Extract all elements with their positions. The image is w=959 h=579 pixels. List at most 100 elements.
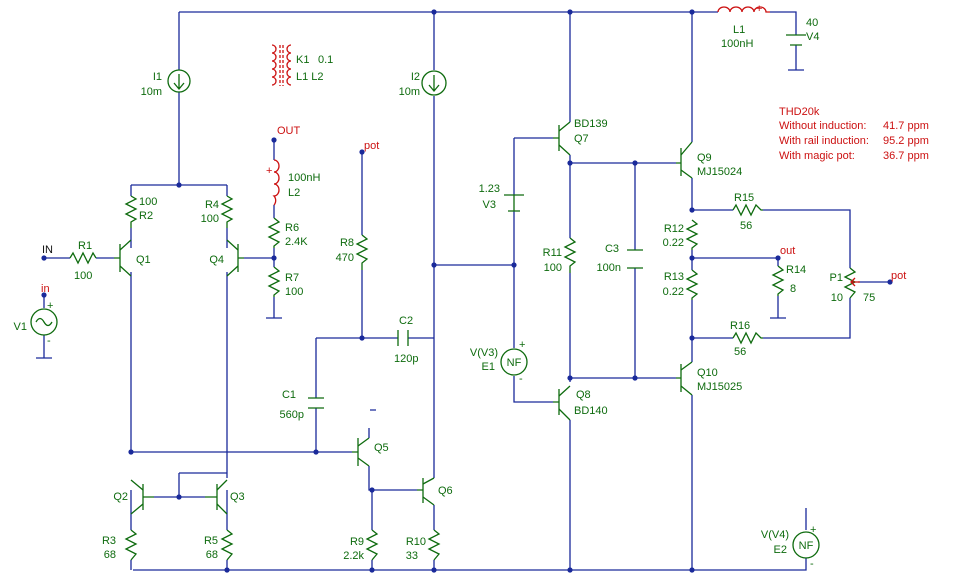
r8-ref: R8 [340,237,354,249]
voltage-source-v1[interactable] [30,308,58,336]
resistor-r11[interactable] [563,237,577,273]
resistor-r6[interactable] [267,217,281,248]
capacitor-c3[interactable] [627,249,643,269]
resistor-r15[interactable] [732,203,763,217]
thd-row-3-label: With magic pot: [779,150,855,162]
r5-ref: R5 [204,535,218,547]
r16-value: 56 [734,346,746,358]
v4-ref: V4 [806,31,819,43]
q9-model: MJ15024 [697,166,742,178]
potentiometer-p1[interactable] [843,267,860,299]
transistor-q10[interactable] [676,361,693,396]
transistor-q8[interactable] [553,385,571,421]
q5-ref: Q5 [374,442,389,454]
r4-ref: R4 [205,199,219,211]
dependent-source-e1[interactable] [500,348,528,376]
transistor-q2[interactable] [130,479,154,515]
p1-value: 10 [831,292,843,304]
resistor-r16[interactable] [732,331,763,345]
labels: R1 100 100 R2 R4 100 R3 68 R5 68 R6 2.4K… [14,3,907,570]
q8-ref: Q8 [576,389,591,401]
resistor-r13[interactable] [685,269,699,300]
r6-ref: R6 [285,222,299,234]
resistor-r9[interactable] [365,529,379,561]
l2-ref: L2 [288,187,300,199]
q7-ref: Q7 [574,133,589,145]
e1-ref: E1 [482,361,495,373]
r2-value: 100 [139,196,157,208]
net-label-in-source: in [41,283,50,295]
p1-ref: P1 [830,272,843,284]
c3-ref: C3 [605,243,619,255]
r15-value: 56 [740,220,752,232]
e2-ref: E2 [774,544,787,556]
resistor-r14[interactable] [771,265,785,296]
c3-value: 100n [597,262,621,274]
thd-title: THD20k [779,106,820,118]
transistor-q7[interactable] [553,121,571,156]
thd-annotation: THD20k Without induction: 41.7 ppm With … [779,106,929,162]
r14-value: 8 [790,283,796,295]
e1-minus: - [519,373,523,385]
net-label-in: IN [42,244,53,256]
k1-value: 0.1 [318,54,333,66]
v3-ref: V3 [483,199,496,211]
i1-ref: I1 [153,71,162,83]
q8-model: BD140 [574,405,608,417]
i2-value: 10m [399,86,420,98]
resistor-r8[interactable] [355,234,369,270]
resistor-r2[interactable] [124,195,138,228]
l2-plus: + [266,165,272,177]
current-source-i2[interactable] [421,70,447,96]
v1-ref: V1 [14,321,27,333]
resistor-r4[interactable] [220,195,234,228]
transistor-q6[interactable] [417,477,435,506]
thd-row-2-value: 95.2 ppm [883,135,929,147]
resistor-r1[interactable] [69,251,97,265]
transistor-q5[interactable] [352,437,370,467]
r7-value: 100 [285,286,303,298]
current-source-i1[interactable] [167,69,191,93]
wires [36,11,890,571]
coupling-k1 [271,44,292,86]
v4-value: 40 [806,17,818,29]
resistor-r10[interactable] [427,529,441,561]
resistor-r5[interactable] [220,529,234,561]
resistor-r7[interactable] [267,266,281,297]
capacitor-c1[interactable] [308,397,324,409]
e2-value: V(V4) [761,529,789,541]
transistor-q3[interactable] [205,479,228,515]
q7-model: BD139 [574,118,608,130]
r4-value: 100 [201,213,219,225]
q1-ref: Q1 [136,254,151,266]
r3-value: 68 [104,549,116,561]
capacitor-c2[interactable] [397,330,409,346]
r7-ref: R7 [285,272,299,284]
i1-value: 10m [141,86,162,98]
q9-ref: Q9 [697,152,712,164]
c2-ref: C2 [399,315,413,327]
r16-ref: R16 [730,320,750,332]
r14-ref: R14 [786,264,806,276]
l1-ref: L1 [733,24,745,36]
resistor-r3[interactable] [124,529,138,561]
inductor-l2[interactable] [272,159,280,206]
transistor-q1[interactable] [114,239,132,277]
transistor-q4[interactable] [226,239,244,277]
battery-v4[interactable] [786,34,806,46]
battery-v3[interactable] [504,194,524,212]
r13-value: 0.22 [663,286,684,298]
r3-ref: R3 [102,535,116,547]
e1-plus: + [519,339,525,351]
i2-ref: I2 [411,71,420,83]
transistor-q9[interactable] [676,141,693,179]
q2-ref: Q2 [113,491,128,503]
resistor-r12[interactable] [685,219,699,250]
q10-model: MJ15025 [697,381,742,393]
r6-value: 2.4K [285,236,308,248]
k1-ref: K1 [296,54,309,66]
inductor-l1[interactable] [717,6,770,13]
l1-plus: + [756,3,762,15]
dependent-source-e2[interactable] [792,531,820,559]
